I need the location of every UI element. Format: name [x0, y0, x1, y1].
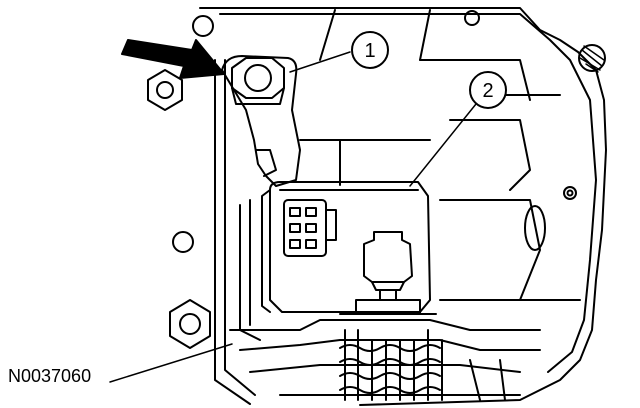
actuator-plunger — [339, 231, 437, 315]
mounting-bracket — [221, 55, 301, 187]
lower-ribbed-section — [229, 319, 541, 401]
hex-nut-left — [147, 69, 183, 111]
electrical-connector — [283, 199, 337, 257]
sensor-module — [261, 181, 431, 313]
stud-upper-right — [578, 44, 606, 73]
callout-2: 2 — [469, 71, 507, 109]
callout-leaders — [109, 51, 477, 383]
figure-code: N0037060 — [8, 366, 92, 386]
mounting-holes — [172, 10, 577, 253]
housing-outline — [199, 7, 607, 406]
hex-nut-lower-left — [169, 299, 211, 349]
callout-1-label: 1 — [364, 40, 375, 62]
callout-2-label: 2 — [482, 80, 493, 102]
bracket-bolt — [231, 57, 285, 105]
callout-1: 1 — [351, 31, 389, 69]
pointer-arrow — [121, 39, 225, 79]
